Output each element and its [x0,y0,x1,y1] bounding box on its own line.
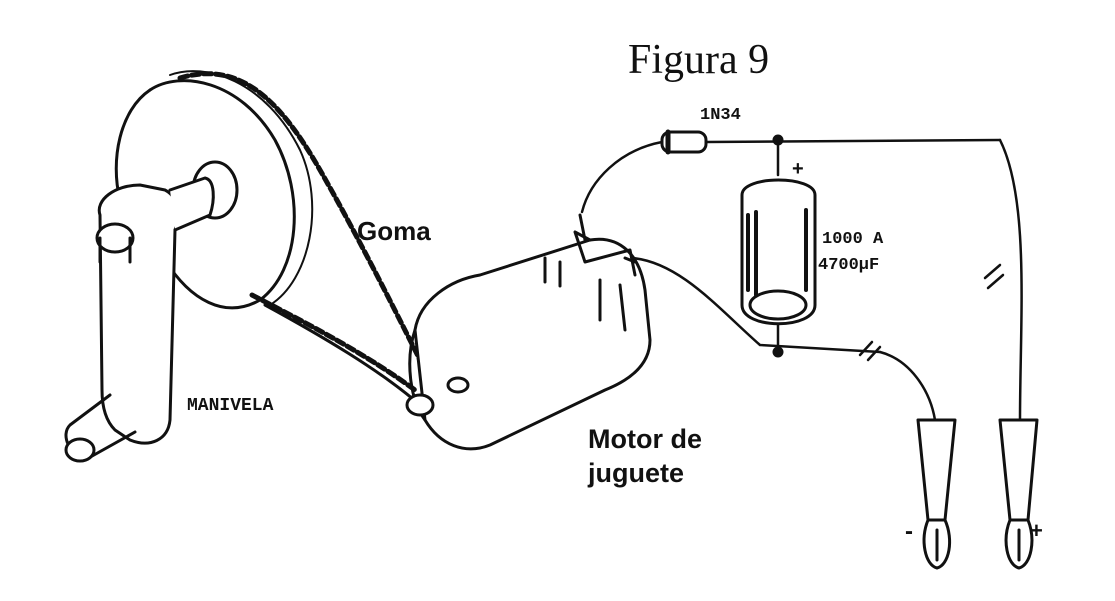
junction-bottom [772,346,784,358]
toy-motor [405,213,652,451]
motor-label-2: juguete [588,458,685,488]
capacitor [740,178,817,326]
goma-label: Goma [357,216,431,246]
figure-title: Figura 9 [628,37,770,83]
crank-handle [64,176,215,463]
diode-label: 1N34 [700,106,741,125]
diode [660,129,708,155]
negative-probe [916,418,957,570]
rubber-belt [177,71,433,407]
capacitor-label-2: 4700µF [818,256,880,275]
manivela-label: MANIVELA [187,396,274,416]
probe-minus-label: - [905,518,913,545]
positive-probe [998,418,1039,570]
probe-plus-label: + [1030,518,1043,543]
capacitor-label-1: 1000 A [822,230,884,249]
capacitor-plus-label: + [792,158,804,180]
motor-label-1: Motor de [588,424,702,454]
junction-top [772,134,784,146]
wiring [580,138,1023,422]
